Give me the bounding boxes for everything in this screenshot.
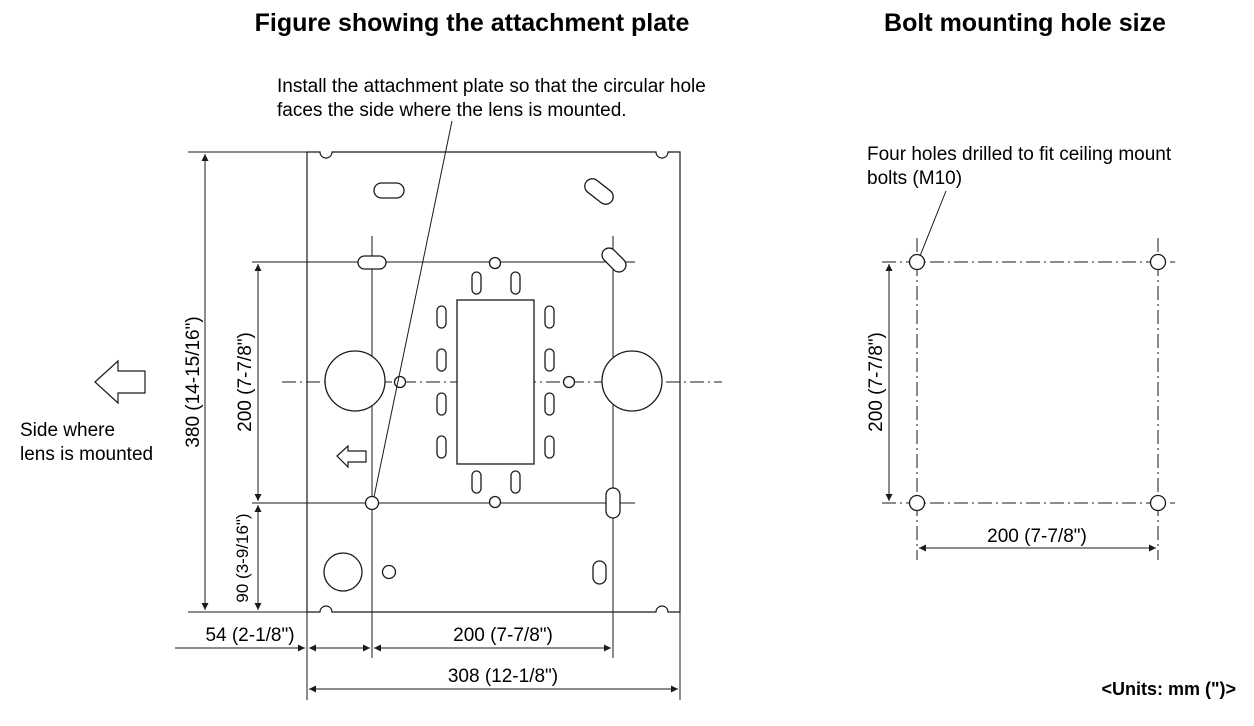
small-slot xyxy=(436,392,447,416)
bolt-hole xyxy=(1149,253,1167,271)
circular-mounting-hole xyxy=(364,495,380,511)
small-slot xyxy=(471,271,482,295)
small-slots xyxy=(436,271,555,494)
small-hole-left xyxy=(393,375,407,389)
central-rectangular-opening xyxy=(456,299,535,465)
small-slot xyxy=(510,271,521,295)
small-slot xyxy=(544,305,555,329)
dimension-label-horizontal: 200 (7-7/8") xyxy=(987,526,1087,547)
dimension-label-width-total: 308 (12-1/8") xyxy=(448,666,558,687)
small-slot xyxy=(544,435,555,459)
units-label: <Units: mm (")> xyxy=(1101,679,1236,699)
small-slot xyxy=(510,470,521,494)
slot-bottom-right xyxy=(592,560,607,585)
slot-top-right xyxy=(584,178,614,205)
bolt-hole-pattern xyxy=(882,238,1175,560)
small-hole-bottom xyxy=(488,495,502,509)
attachment-plate xyxy=(252,151,722,658)
large-circular-hole-bottom xyxy=(323,552,363,592)
dimension-label-width-left-offset: 54 (2-1/8") xyxy=(205,625,294,646)
bolt-hole-size-title: Bolt mounting hole size xyxy=(884,9,1166,37)
slot-mount-top-right xyxy=(601,247,627,273)
small-hole-right xyxy=(562,375,576,389)
small-slot xyxy=(436,348,447,372)
large-circular-hole-left xyxy=(324,350,386,412)
bolt-hole xyxy=(1149,494,1167,512)
small-slot xyxy=(471,470,482,494)
bolt-hole xyxy=(908,253,926,271)
dimension-label-width-hole-spacing: 200 (7-7/8") xyxy=(453,625,553,646)
install-note-line1: Install the attachment plate so that the… xyxy=(277,76,706,97)
small-slot xyxy=(544,392,555,416)
plate-direction-arrow-icon xyxy=(336,444,367,469)
side-label-line2: lens is mounted xyxy=(20,444,153,465)
large-circular-hole-right xyxy=(601,350,663,412)
slot-top-left xyxy=(373,182,405,199)
attachment-plate-title: Figure showing the attachment plate xyxy=(255,9,690,37)
dimension-label-vertical: 200 (7-7/8") xyxy=(866,332,887,432)
side-label-line1: Side where xyxy=(20,420,115,441)
small-slot xyxy=(544,348,555,372)
holes-note-leader-line xyxy=(919,190,947,257)
dimension-label-height-hole-spacing: 200 (7-7/8") xyxy=(235,332,256,432)
dimension-label-height-bottom-offset: 90 (3-9/16") xyxy=(233,513,252,602)
slot-mount-top-left xyxy=(357,255,387,270)
install-note-leader-line xyxy=(373,120,453,498)
dimension-label-height-total: 380 (14-15/16") xyxy=(183,316,204,447)
lens-side-arrow-icon xyxy=(94,359,146,405)
small-slot xyxy=(436,305,447,329)
bolt-hole xyxy=(908,494,926,512)
holes-note-line1: Four holes drilled to fit ceiling mount xyxy=(867,144,1172,165)
small-hole-top xyxy=(488,256,502,270)
slot-mount-bottom-right xyxy=(605,487,621,519)
holes-note-line2: bolts (M10) xyxy=(867,168,962,189)
small-hole-lower-left xyxy=(381,564,397,580)
small-slot xyxy=(436,435,447,459)
install-note-line2: faces the side where the lens is mounted… xyxy=(277,100,627,121)
